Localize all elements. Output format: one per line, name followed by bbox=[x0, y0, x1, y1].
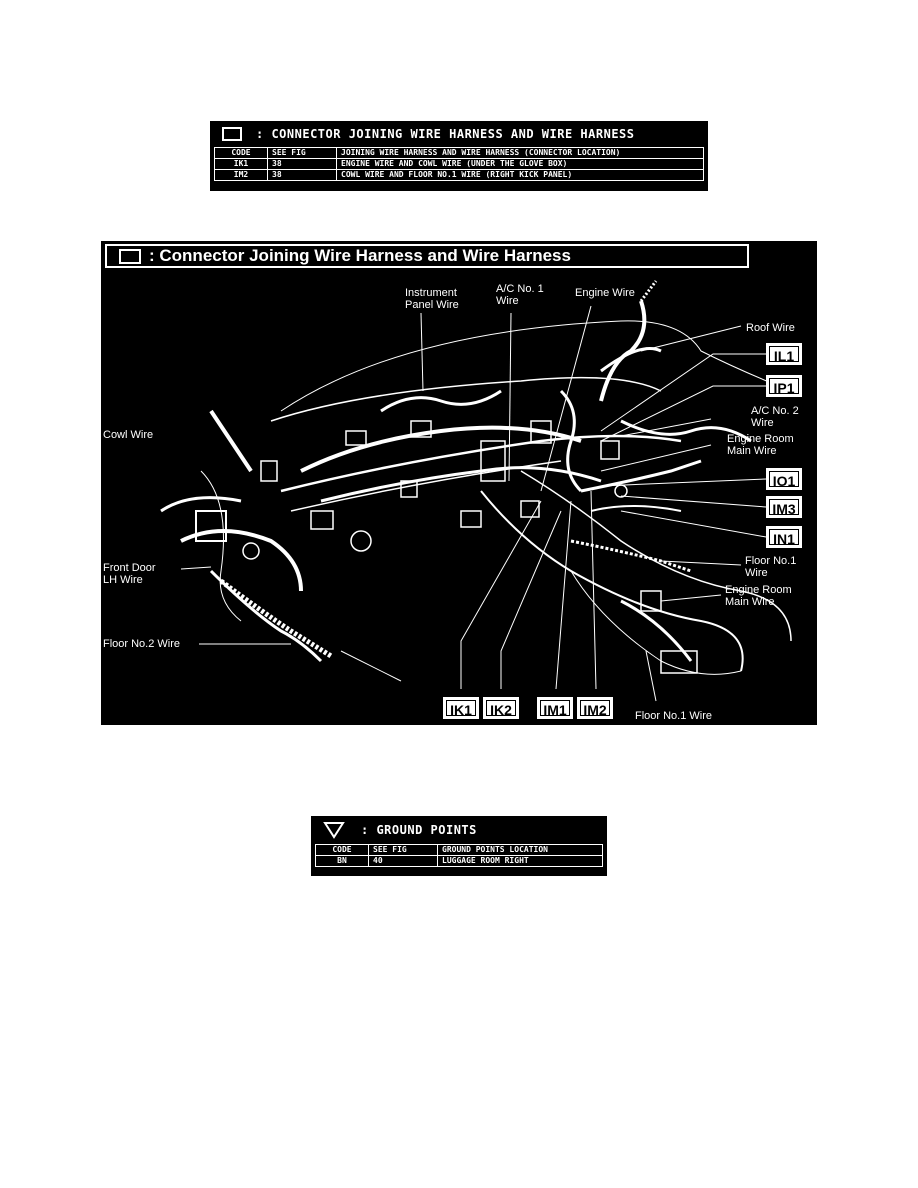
label-front-door-lh-wire: Front Door LH Wire bbox=[103, 562, 156, 586]
row-code: IK1 bbox=[214, 158, 268, 170]
row-see-fig: 38 bbox=[267, 158, 337, 170]
table-row: IK1 38 ENGINE WIRE AND COWL WIRE (UNDER … bbox=[214, 158, 704, 170]
header-code: CODE bbox=[214, 147, 268, 159]
row-see-fig: 40 bbox=[368, 855, 438, 867]
ground-triangle-icon bbox=[323, 822, 345, 839]
row-code: IM2 bbox=[214, 169, 268, 181]
header-location: JOINING WIRE HARNESS AND WIRE HARNESS (C… bbox=[336, 147, 704, 159]
row-location: ENGINE WIRE AND COWL WIRE (UNDER THE GLO… bbox=[336, 158, 704, 170]
label-engine-room-main-wire-lower: Engine Room Main Wire bbox=[725, 584, 792, 608]
row-location: COWL WIRE AND FLOOR NO.1 WIRE (RIGHT KIC… bbox=[336, 169, 704, 181]
code-box-io1: IO1 bbox=[766, 468, 802, 490]
label-floor-no2-wire: Floor No.2 Wire bbox=[103, 638, 181, 650]
label-ac-no1-wire: A/C No. 1 Wire bbox=[496, 283, 544, 307]
square-connector-icon bbox=[222, 127, 242, 141]
dashboard-illustration bbox=[160, 280, 792, 702]
label-ac-no2-wire: A/C No. 2 Wire bbox=[751, 405, 799, 429]
diagram-title: : Connector Joining Wire Harness and Wir… bbox=[105, 244, 749, 268]
code-box-ik1: IK1 bbox=[443, 697, 479, 719]
ground-table-header: : GROUND POINTS bbox=[311, 816, 607, 844]
code-box-im2: IM2 bbox=[577, 697, 613, 719]
label-roof-wire: Roof Wire bbox=[746, 322, 795, 334]
row-see-fig: 38 bbox=[267, 169, 337, 181]
code-box-im1: IM1 bbox=[537, 697, 573, 719]
code-box-ik2: IK2 bbox=[483, 697, 519, 719]
label-floor-no1-wire-bottom: Floor No.1 Wire bbox=[635, 710, 713, 722]
table-header-row: CODE SEE FIG GROUND POINTS LOCATION bbox=[315, 844, 603, 856]
connector-table-header: : CONNECTOR JOINING WIRE HARNESS AND WIR… bbox=[210, 121, 708, 147]
connector-table: CODE SEE FIG JOINING WIRE HARNESS AND WI… bbox=[214, 147, 704, 181]
code-box-il1: IL1 bbox=[766, 343, 802, 365]
label-cowl-wire: Cowl Wire bbox=[103, 429, 154, 441]
table-header-row: CODE SEE FIG JOINING WIRE HARNESS AND WI… bbox=[214, 147, 704, 159]
code-box-ip1: IP1 bbox=[766, 375, 802, 397]
header-location: GROUND POINTS LOCATION bbox=[437, 844, 603, 856]
code-box-im3: IM3 bbox=[766, 496, 802, 518]
table-row: IM2 38 COWL WIRE AND FLOOR NO.1 WIRE (RI… bbox=[214, 169, 704, 181]
ground-table-title: : GROUND POINTS bbox=[361, 823, 477, 837]
row-code: BN bbox=[315, 855, 369, 867]
square-connector-icon bbox=[119, 248, 141, 264]
label-instrument-panel-wire: Instrument Panel Wire bbox=[405, 287, 459, 311]
header-see-fig: SEE FIG bbox=[267, 147, 337, 159]
row-location: LUGGAGE ROOM RIGHT bbox=[437, 855, 603, 867]
code-box-in1: IN1 bbox=[766, 526, 802, 548]
table-row: BN 40 LUGGAGE ROOM RIGHT bbox=[315, 855, 603, 867]
label-floor-no1-wire: Floor No.1 Wire bbox=[745, 555, 797, 579]
label-engine-room-main-wire: Engine Room Main Wire bbox=[727, 433, 794, 457]
diagram-title-text: : Connector Joining Wire Harness and Wir… bbox=[149, 246, 571, 265]
ground-points-panel: : GROUND POINTS CODE SEE FIG GROUND POIN… bbox=[311, 816, 607, 876]
connector-table-title: : CONNECTOR JOINING WIRE HARNESS AND WIR… bbox=[256, 127, 635, 141]
ground-table: CODE SEE FIG GROUND POINTS LOCATION BN 4… bbox=[315, 844, 603, 867]
wire-harness-diagram: : Connector Joining Wire Harness and Wir… bbox=[101, 241, 817, 725]
connector-table-panel: : CONNECTOR JOINING WIRE HARNESS AND WIR… bbox=[210, 121, 708, 191]
header-see-fig: SEE FIG bbox=[368, 844, 438, 856]
header-code: CODE bbox=[315, 844, 369, 856]
label-engine-wire: Engine Wire bbox=[575, 287, 635, 299]
